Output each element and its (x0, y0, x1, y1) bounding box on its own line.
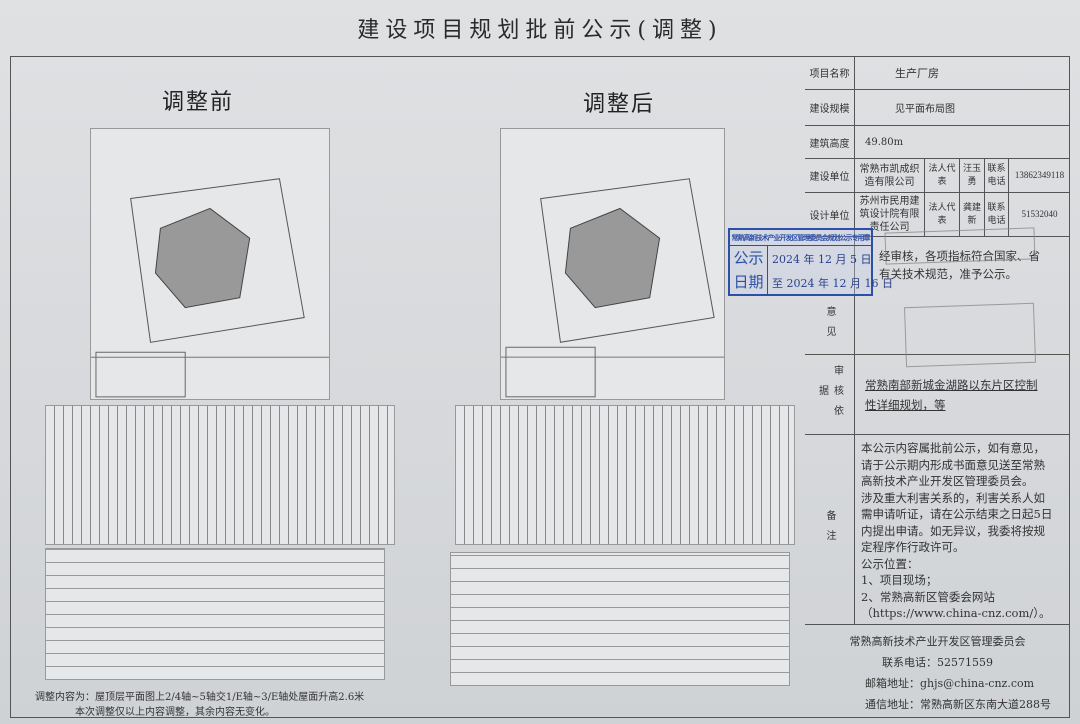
before-elevations (45, 405, 395, 545)
stamp-label: 公示日期 (730, 246, 768, 294)
value: 苏州市民用建筑设计院有限责任公司 (855, 193, 925, 236)
label-text: 备注 (824, 509, 835, 550)
remark-line: （https://www.china-cnz.com/）。 (861, 606, 1051, 620)
before-floor-plans (45, 548, 385, 680)
stamp-header: 常熟高新技术产业开发区管理委员会规划公示专用章 (730, 230, 871, 246)
value: 51532040 (1021, 209, 1058, 219)
adjustment-notes: 调整内容为：屋顶层平面图上2/4轴~5轴交1/E轴~3/E轴处屋面升高2.6米 … (35, 690, 364, 720)
row-remark: 备注 本公示内容属批前公示，如有意见， 请于公示期内形成书面意见送至常熟 高新技… (805, 435, 1070, 625)
label: 建设单位 (805, 159, 855, 192)
label: 项目名称 (805, 56, 855, 89)
label: 联系电话 (985, 159, 1009, 192)
label-text: 意见 (824, 305, 835, 346)
note-line: 调整内容为：屋顶层平面图上2/4轴~5轴交1/E轴~3/E轴处屋面升高2.6米 (35, 692, 365, 703)
value: 常熟南部新城金湖路以东片区控制性详细规划，等 (865, 377, 1038, 412)
label: 设计单位 (805, 193, 855, 236)
after-heading: 调整后 (583, 92, 656, 117)
remark-line: 需申请听证，请在公示结束之日起5日 (861, 507, 1053, 521)
before-heading: 调整前 (162, 90, 235, 115)
label: 备注 (805, 435, 855, 624)
remark-line: 公示位置： (861, 556, 919, 571)
remark-line: 涉及重大利害关系的，利害关系人如 (861, 490, 1045, 505)
label-text: 审核依据 (816, 364, 843, 425)
stamp-dates: 2024 年 12 月 5 日至 2024 年 12 月 16 日 (772, 248, 893, 296)
label: 法人代表 (925, 193, 960, 236)
after-floor-plans (450, 552, 790, 686)
date-from: 2024 年 12 月 5 日 (772, 253, 872, 266)
date-to: 至 2024 年 12 月 16 日 (772, 277, 893, 290)
after-site-plan (500, 128, 725, 400)
label: 审核依据 (805, 355, 855, 434)
value: 汪玉勇 (960, 159, 985, 192)
issuer-email: 邮箱地址：ghjs@china-cnz.com (865, 677, 1035, 690)
value: 13862349118 (1014, 170, 1065, 180)
project-info-table: 项目名称 生产厂房 建设规模 见平面布局图 建筑高度 49.80m 建设单位 常… (805, 56, 1070, 718)
publication-date-stamp: 常熟高新技术产业开发区管理委员会规划公示专用章 公示日期 2024 年 12 月… (728, 228, 893, 296)
label: 建筑高度 (805, 126, 855, 158)
value: 49.80m (865, 136, 904, 148)
row-project-name: 项目名称 生产厂房 (805, 56, 1070, 90)
note-line: 本次调整仅以上内容调整，其余内容无变化。 (75, 707, 275, 718)
value: 经审核，各项指标符合国家、省有关技术规范，准予公示。 (879, 249, 1040, 281)
before-site-plan (90, 128, 330, 400)
issuer-org: 常熟高新技术产业开发区管理委员会 (849, 635, 1026, 648)
row-height: 建筑高度 49.80m (805, 126, 1070, 159)
remark-line: 高新技术产业开发区管理委员会。 (861, 474, 1034, 488)
row-opinion: 意见 经审核，各项指标符合国家、省有关技术规范，准予公示。 (805, 237, 1070, 355)
label: 法人代表 (925, 159, 960, 192)
stamp-label-2: 日期 (733, 273, 764, 291)
issuer-address: 通信地址：常熟高新区东南大道288号 (865, 698, 1051, 711)
gray-stamp-top (884, 227, 1036, 265)
stamp-label-1: 公示 (733, 249, 764, 267)
remark-line: 定程序作行政许可。 (861, 540, 965, 554)
issuer-footer: 常熟高新技术产业开发区管理委员会 联系电话：52571559 邮箱地址：ghjs… (805, 631, 1070, 715)
after-elevations (455, 405, 795, 545)
outer-frame (10, 56, 1070, 718)
remark-line: 2、常熟高新区管委会网站 (861, 589, 995, 604)
row-builder: 建设单位 常熟市凯成织造有限公司 法人代表 汪玉勇 联系电话 138623491… (805, 159, 1070, 193)
issuer-phone: 联系电话：52571559 (882, 656, 993, 669)
value: 见平面布局图 (895, 104, 955, 115)
value: 常熟市凯成织造有限公司 (855, 159, 925, 192)
remark-line: 内提出申请。如无异议，我委将按规 (861, 523, 1045, 538)
remark-line: 请于公示期内形成书面意见送至常熟 (861, 457, 1045, 472)
remark-line: 1、项目现场； (861, 573, 938, 587)
page-title: 建设项目规划批前公示(调整) (357, 18, 723, 43)
label: 建设规模 (805, 90, 855, 125)
remark-text: 本公示内容属批前公示，如有意见， 请于公示期内形成书面意见送至常熟 高新技术产业… (855, 435, 1070, 624)
row-designer: 设计单位 苏州市民用建筑设计院有限责任公司 法人代表 龚建新 联系电话 5153… (805, 193, 1070, 237)
value: 龚建新 (960, 193, 985, 236)
remark-line: 本公示内容属批前公示，如有意见， (861, 441, 1045, 455)
row-basis: 审核依据 常熟南部新城金湖路以东片区控制性详细规划，等 (805, 355, 1070, 435)
label: 联系电话 (985, 193, 1009, 236)
row-scale: 建设规模 见平面布局图 (805, 90, 1070, 126)
design-qualification-stamp (903, 302, 1037, 368)
value: 生产厂房 (895, 66, 939, 80)
